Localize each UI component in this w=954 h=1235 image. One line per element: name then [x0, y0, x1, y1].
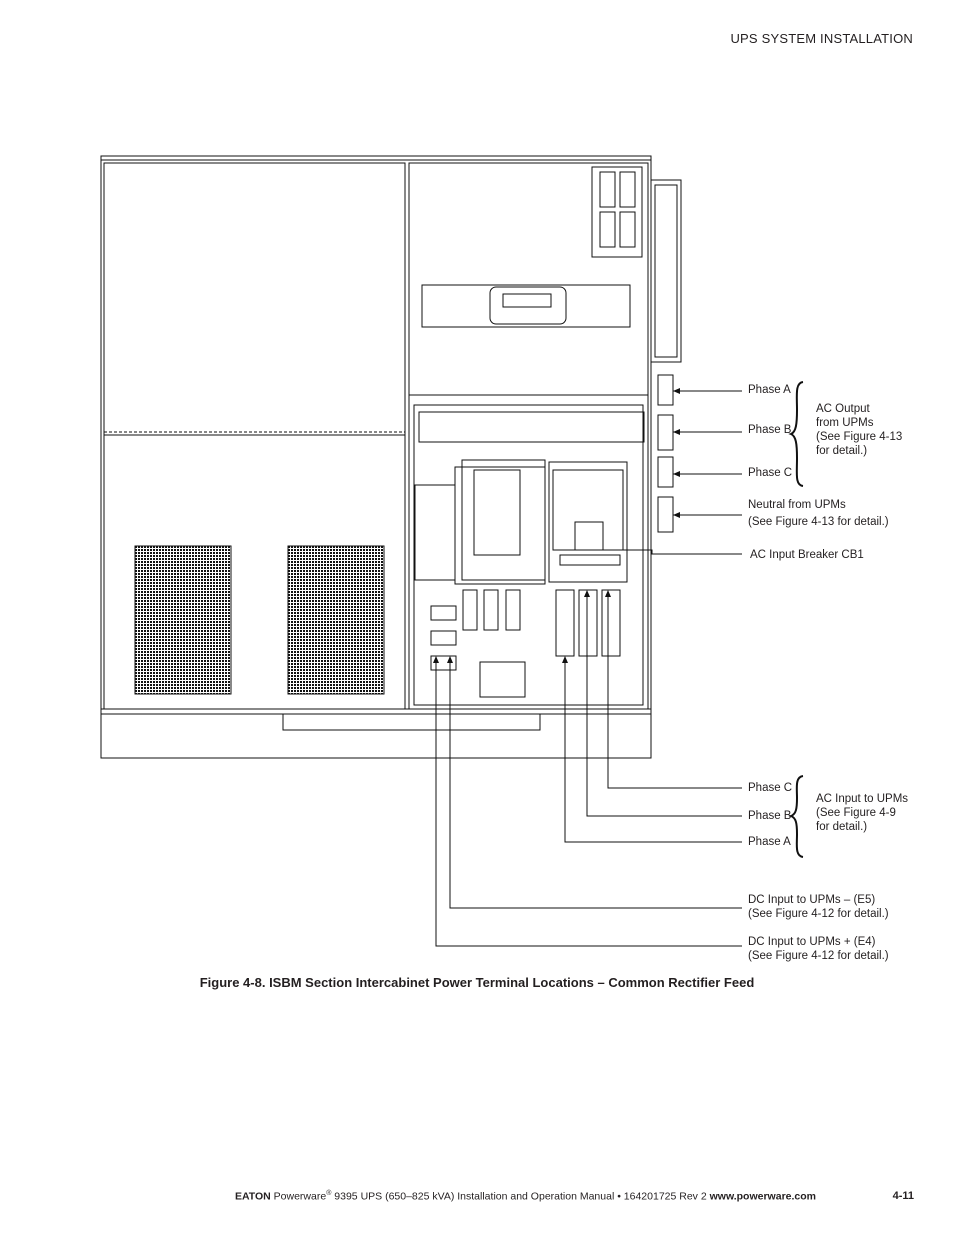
dc-plus-line1: DC Input to UPMs + (E4) [748, 936, 876, 948]
ac-output-line4: for detail.) [816, 445, 868, 457]
label-ac-output-phase-b: Phase B [748, 424, 792, 436]
label-neutral: Neutral from UPMs (See Figure 4-13 for d… [748, 498, 889, 529]
neutral-line2: (See Figure 4-13 for detail.) [748, 516, 889, 528]
section-header: UPS SYSTEM INSTALLATION [730, 31, 913, 46]
dc-minus-line2: (See Figure 4-12 for detail.) [748, 908, 889, 920]
dc-minus-line1: DC Input to UPMs – (E5) [748, 894, 876, 906]
footer-manual: 9395 UPS (650–825 kVA) Installation and … [331, 1190, 710, 1203]
label-ac-input-group: AC Input to UPMs (See Figure 4-9 for det… [816, 792, 908, 834]
ac-input-line3: for detail.) [816, 821, 868, 833]
figure-caption: Figure 4-8. ISBM Section Intercabinet Po… [199, 975, 755, 990]
ac-output-line2: from UPMs [816, 417, 874, 429]
page-number: 4-11 [892, 1190, 914, 1202]
ac-input-line2: (See Figure 4-9 [816, 807, 896, 819]
label-ac-input-breaker: AC Input Breaker CB1 [750, 549, 864, 561]
label-ac-input-phase-c: Phase C [748, 782, 793, 794]
footer-brand: EATON [234, 1190, 271, 1203]
label-dc-input-minus: DC Input to UPMs – (E5) (See Figure 4-12… [748, 893, 889, 921]
ac-input-line1: AC Input to UPMs [816, 793, 909, 805]
label-ac-input-phase-b: Phase B [748, 810, 792, 822]
dc-plus-line2: (See Figure 4-12 for detail.) [748, 950, 889, 962]
label-ac-input-phase-a: Phase A [748, 836, 791, 848]
ac-output-line1: AC Output [816, 403, 870, 415]
footer-reg: ® [326, 1190, 332, 1197]
label-ac-output-group: AC Output from UPMs (See Figure 4-13 for… [816, 402, 902, 458]
ac-output-line3: (See Figure 4-13 [816, 431, 903, 443]
label-dc-input-plus: DC Input to UPMs + (E4) (See Figure 4-12… [748, 935, 889, 963]
footer-url: www.powerware.com [709, 1190, 816, 1203]
neutral-line1: Neutral from UPMs [748, 499, 846, 511]
footer-product: Powerware [273, 1190, 327, 1203]
label-ac-output-phase-a: Phase A [748, 384, 791, 396]
footer-text: EATON Powerware® 9395 UPS (650–825 kVA) … [235, 1190, 816, 1203]
label-ac-output-phase-c: Phase C [748, 467, 793, 479]
